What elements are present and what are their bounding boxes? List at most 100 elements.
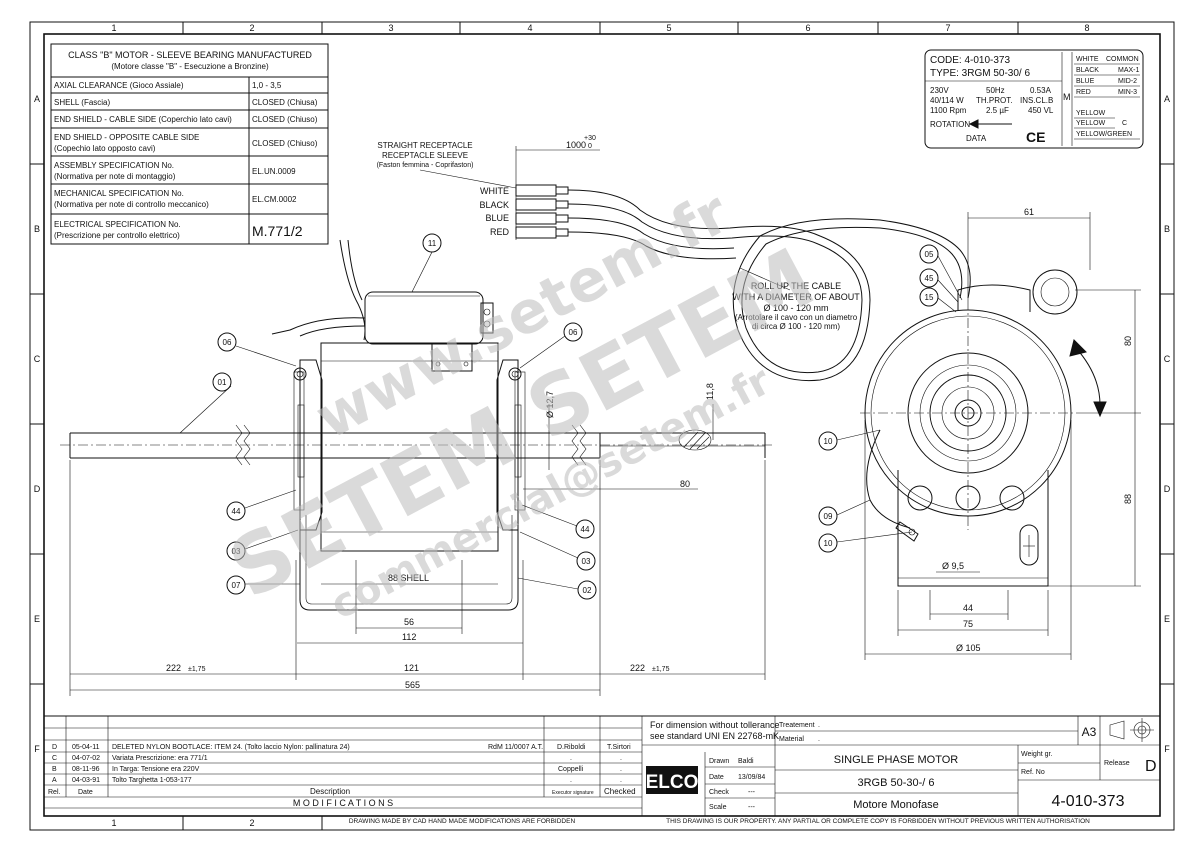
- dim-112: 112: [402, 632, 416, 642]
- refno-label: Ref. No: [1021, 769, 1045, 776]
- zone-row-label: B: [1164, 224, 1170, 234]
- dim-88: 88: [1123, 494, 1133, 504]
- plate-rpm: 1100 Rpm: [930, 106, 967, 115]
- zone-row-label: E: [1164, 614, 1170, 624]
- mod-exec: Coppelli: [558, 766, 584, 773]
- cable-assembly: STRAIGHT RECEPTACLE RECEPTACLE SLEEVE (F…: [377, 135, 971, 382]
- dim-121: 121: [404, 663, 419, 673]
- spec-row-label: AXIAL CLEARANCE (Gioco Assiale): [54, 81, 184, 90]
- zone-col-label: 7: [945, 23, 950, 33]
- plate-wire-color: YELLOW: [1076, 110, 1106, 117]
- tolerance-note: For dimension without tollerance: [650, 720, 780, 730]
- plate-capacitor: 2.5 µF: [986, 106, 1009, 115]
- mod-exec: D.Riboldi: [557, 744, 586, 751]
- item-balloon: [818, 533, 838, 553]
- treatment-label: Treatement: [779, 722, 815, 729]
- scale-value: ---: [748, 804, 756, 811]
- item-balloon: [576, 551, 596, 571]
- spec-header-line2: (Motore classe "B" - Esecuzione a Bronzi…: [111, 62, 269, 71]
- zone-col-label: 6: [805, 23, 810, 33]
- item-balloon: [226, 575, 246, 595]
- spec-row-label: (Prescrizione per controllo elettrico): [54, 231, 180, 240]
- plate-wire-func: MID-2: [1118, 78, 1137, 85]
- balloon-number: 45: [925, 274, 934, 283]
- spec-row-label: MECHANICAL SPECIFICATION No.: [54, 189, 184, 198]
- mod-rel: D: [52, 744, 57, 751]
- item-balloon: [563, 322, 583, 342]
- drawing-model: 3RGB 50-30-/ 6: [857, 777, 934, 789]
- spec-row-value: CLOSED (Chiusa): [252, 98, 318, 107]
- release-label: Release: [1104, 760, 1130, 767]
- mod-col-header: Executor signature: [552, 790, 594, 796]
- drawing-number: 4-010-373: [1052, 793, 1125, 810]
- dim-tolerance: ±1,75: [188, 666, 206, 673]
- item-balloon: [818, 431, 838, 451]
- balloon-number: 06: [569, 328, 578, 337]
- balloon-number: 10: [824, 539, 833, 548]
- plate-wire-func: MAX-1: [1118, 67, 1140, 74]
- motor-shell: [320, 342, 499, 552]
- spec-row-value: EL.UN.0009: [252, 167, 296, 176]
- title-block: Rel. Date Description Executor signature…: [43, 715, 1161, 825]
- plate-wire-color: BLUE: [1076, 78, 1095, 85]
- dim-cable-tol-up: +30: [584, 135, 596, 142]
- drawn-label: Drawn: [709, 758, 729, 765]
- item-balloon: [422, 233, 442, 253]
- mounting-bracket: [299, 515, 519, 611]
- capacitor-leads: [339, 239, 366, 341]
- zone-col-label: 3: [388, 23, 393, 33]
- rotation-arrow-icon: [968, 119, 1012, 129]
- treatment-value: .: [818, 722, 820, 729]
- item-balloon: [577, 580, 597, 600]
- balloon-number: 03: [232, 547, 241, 556]
- mod-date: 04-03-91: [72, 777, 100, 784]
- zone-row-label: E: [34, 614, 40, 624]
- plate-rotation: ROTATION: [930, 120, 970, 129]
- balloon-number: 09: [824, 512, 833, 521]
- mod-desc: Tolto Targhetta 1-053-177: [112, 777, 192, 784]
- plate-hz: 50Hz: [986, 86, 1005, 95]
- shaft-break-icon: [571, 424, 579, 466]
- plate-type: TYPE: 3RGM 50-30/ 6: [930, 68, 1030, 79]
- zone-labels: 1 2 3 4 5 6 7 8 1 2 A B C D E F A B C D …: [34, 23, 1171, 828]
- mod-exec: .: [570, 777, 572, 784]
- dim-44: 44: [963, 603, 973, 613]
- dim-80-right: 80: [1123, 336, 1133, 346]
- mod-checked: .: [620, 755, 622, 762]
- plate-code: CODE: 4-010-373: [930, 55, 1010, 66]
- dim-cable-length: 1000: [566, 140, 586, 150]
- item-balloon: [919, 268, 939, 288]
- zone-row-label: A: [1164, 94, 1170, 104]
- drawing-subtitle: Motore Monofase: [853, 799, 939, 811]
- spec-row-value: EL.CM.0002: [252, 195, 297, 204]
- side-view: 222 ±1,75 121 222 ±1,75 565 112 56 88 SH…: [60, 239, 775, 696]
- spec-row-label: SHELL (Fascia): [54, 98, 111, 107]
- drawing-title: SINGLE PHASE MOTOR: [834, 754, 959, 766]
- plate-wire-color: RED: [1076, 89, 1091, 96]
- balloon-number: 11: [428, 239, 437, 248]
- balloon-number: 03: [582, 557, 591, 566]
- mod-rel: B: [52, 766, 57, 773]
- mod-date: 05-04-11: [72, 744, 100, 751]
- side-dimensions: [69, 404, 766, 696]
- zone-row-label: F: [34, 744, 40, 754]
- scale-label: Scale: [709, 804, 727, 811]
- material-label: Material: [779, 736, 804, 743]
- balloon-number: 02: [583, 586, 592, 595]
- zone-row-label: A: [34, 94, 40, 104]
- dim-61: 61: [1024, 207, 1034, 217]
- plate-wire-func: MIN-3: [1118, 89, 1137, 96]
- mod-col-header: Description: [310, 787, 350, 796]
- plate-wire-color: WHITE: [1076, 56, 1099, 63]
- plate-vl: 450 VL: [1028, 106, 1054, 115]
- zone-row-label: C: [1164, 354, 1171, 364]
- mod-desc: Variata Prescrizione: era 771/1: [112, 755, 208, 762]
- item-balloon: [226, 501, 246, 521]
- mod-desc: DELETED NYLON BOOTLACE: ITEM 24. (Tolto …: [112, 744, 350, 751]
- elco-logo: [646, 766, 698, 794]
- plate-m-label: M: [1063, 92, 1071, 102]
- mod-col-header: Checked: [604, 787, 636, 796]
- plate-voltage: 230V: [930, 86, 949, 95]
- zone-col-label: 2: [249, 23, 254, 33]
